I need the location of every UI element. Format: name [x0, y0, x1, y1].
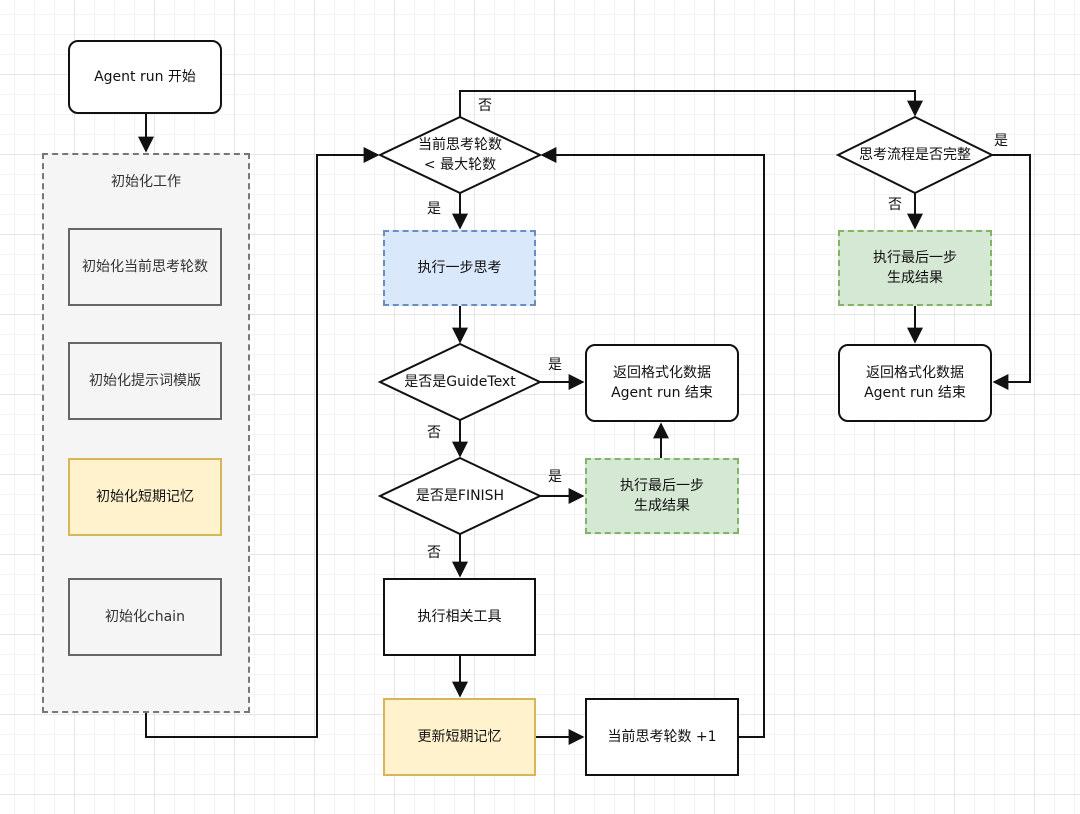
init-prompt-node[interactable]: 初始化提示词模版	[68, 342, 222, 420]
think-step-node[interactable]: 执行一步思考	[383, 230, 536, 306]
edge-label-complete-no: 否	[888, 197, 902, 213]
init-rounds-node[interactable]: 初始化当前思考轮数	[68, 228, 222, 306]
edge-label-finish-no: 否	[427, 545, 441, 561]
final-step-right-node[interactable]: 执行最后一步 生成结果	[838, 230, 992, 306]
final-step-mid-node[interactable]: 执行最后一步 生成结果	[585, 458, 739, 534]
edge-label-loop-no: 否	[478, 98, 492, 114]
edge-label-guide-no: 否	[427, 425, 441, 441]
edge-loop-no-to-complete	[459, 90, 923, 117]
rounds-inc-node[interactable]: 当前思考轮数 +1	[585, 698, 739, 776]
is-finish-label: 是否是FINISH	[415, 488, 505, 504]
edge-label-finish-yes: 是	[548, 469, 562, 485]
exec-tool-node[interactable]: 执行相关工具	[383, 578, 536, 656]
is-guide-label: 是否是GuideText	[404, 374, 516, 390]
edge-label-loop-yes: 是	[427, 201, 441, 217]
return-mid-node[interactable]: 返回格式化数据 Agent run 结束	[585, 344, 739, 422]
edge-init-to-loop	[145, 147, 380, 738]
edge-inc-back-to-loop	[540, 147, 765, 738]
init-memory-node[interactable]: 初始化短期记忆	[68, 458, 222, 536]
init-group-title: 初始化工作	[111, 174, 181, 190]
update-memory-node[interactable]: 更新短期记忆	[383, 698, 536, 776]
edge-label-complete-yes: 是	[994, 133, 1008, 149]
loop-check-label: 当前思考轮数 < 最大轮数	[418, 137, 502, 173]
edge-complete-yes-to-return	[992, 154, 1031, 390]
init-chain-node[interactable]: 初始化chain	[68, 578, 222, 656]
is-complete-label: 思考流程是否完整	[859, 147, 971, 163]
return-right-node[interactable]: 返回格式化数据 Agent run 结束	[838, 344, 992, 422]
edge-label-guide-yes: 是	[548, 357, 562, 373]
start-node[interactable]: Agent run 开始	[68, 40, 222, 114]
